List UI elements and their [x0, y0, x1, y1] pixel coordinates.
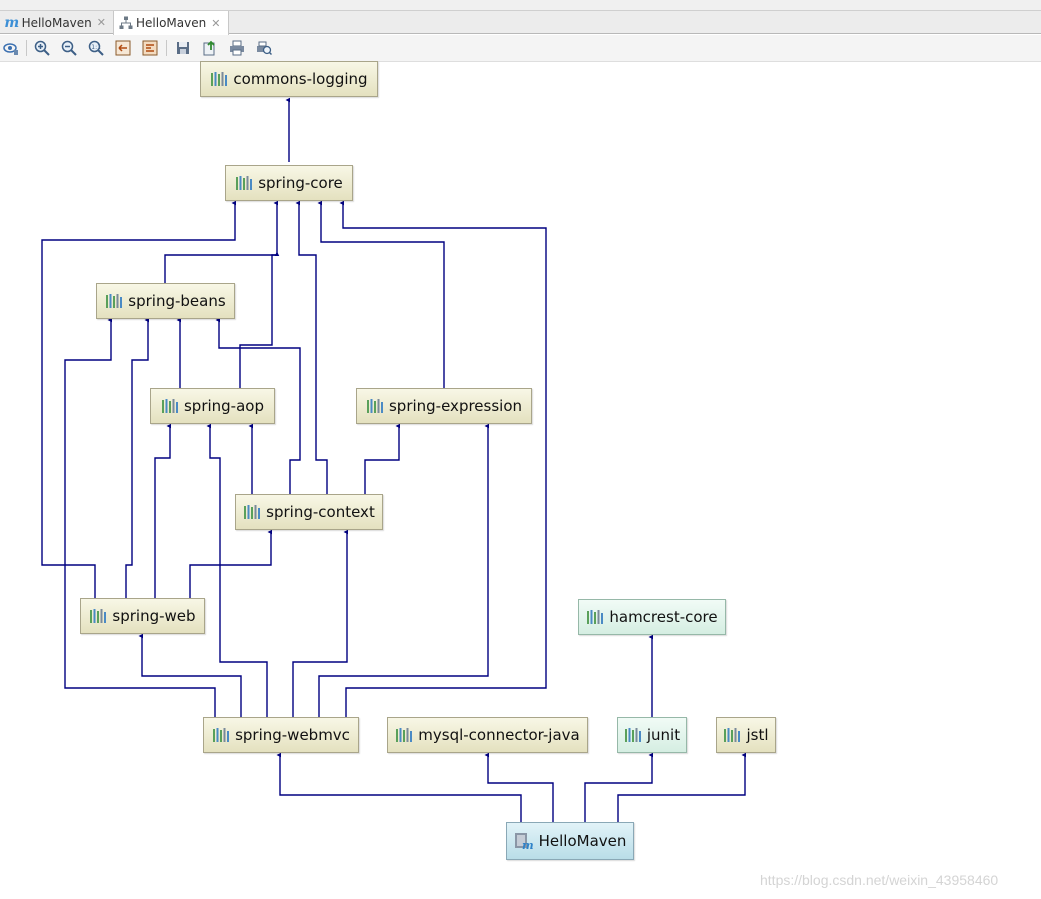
fit-content-icon[interactable] — [114, 39, 132, 57]
close-icon[interactable]: ✕ — [96, 16, 106, 29]
dependency-edge-10 — [125, 320, 148, 598]
close-icon[interactable]: ✕ — [211, 16, 221, 30]
node-mysql-connector-java[interactable]: mysql-connector-java — [387, 717, 588, 753]
dependency-edge-13 — [343, 203, 547, 717]
node-label: hamcrest-core — [609, 608, 718, 626]
maven-module-icon: m — [514, 832, 534, 850]
dependency-diagram-icon — [118, 15, 134, 31]
node-spring-expression[interactable]: spring-expression — [356, 388, 532, 424]
dependency-edge-5 — [219, 320, 301, 494]
zoom-in-icon[interactable] — [33, 39, 51, 57]
library-icon — [624, 727, 642, 743]
library-icon — [105, 293, 123, 309]
node-jstl[interactable]: jstl — [716, 717, 776, 753]
print-icon[interactable] — [228, 39, 246, 57]
diagram-toolbar: 1:1 — [0, 35, 1041, 62]
node-spring-web[interactable]: spring-web — [80, 598, 205, 634]
dependency-edge-11 — [154, 426, 170, 598]
node-commons-logging[interactable]: commons-logging — [200, 61, 378, 97]
library-icon — [723, 727, 741, 743]
dependency-edge-20 — [280, 755, 522, 822]
dependency-edge-15 — [210, 426, 268, 717]
actual-size-icon[interactable]: 1:1 — [87, 39, 105, 57]
node-label: mysql-connector-java — [418, 726, 580, 744]
dependency-edge-22 — [584, 755, 652, 822]
zoom-out-icon[interactable] — [60, 39, 78, 57]
node-spring-aop[interactable]: spring-aop — [150, 388, 275, 424]
dependency-edge-2 — [239, 255, 277, 388]
window-top-strip — [0, 0, 1041, 10]
dependency-edge-8 — [364, 426, 399, 494]
library-icon — [395, 727, 413, 743]
node-spring-context[interactable]: spring-context — [235, 494, 383, 530]
node-spring-core[interactable]: spring-core — [225, 165, 353, 201]
dependency-edge-4 — [321, 203, 445, 388]
layout-view-icon[interactable] — [2, 39, 20, 57]
node-spring-beans[interactable]: spring-beans — [96, 283, 235, 319]
library-icon — [210, 71, 228, 87]
node-label: spring-web — [112, 607, 196, 625]
tab-label: HelloMaven — [136, 16, 207, 30]
dependency-edge-16 — [292, 532, 347, 717]
dependency-edge-21 — [488, 755, 554, 822]
editor-tab-bar: m HelloMaven ✕ HelloMaven ✕ — [0, 10, 1041, 35]
dependency-edge-6 — [299, 203, 328, 494]
node-label: spring-expression — [388, 397, 523, 415]
library-icon — [235, 175, 253, 191]
node-hamcrest-core[interactable]: hamcrest-core — [578, 599, 726, 635]
node-label: spring-aop — [183, 397, 264, 415]
node-label: spring-core — [258, 174, 343, 192]
node-label: HelloMaven — [538, 832, 627, 850]
apply-layout-icon[interactable] — [141, 39, 159, 57]
dependency-edge-9 — [41, 203, 235, 598]
node-junit[interactable]: junit — [617, 717, 687, 753]
dependency-edge-17 — [318, 426, 488, 717]
toolbar-separator — [26, 40, 27, 56]
node-label: commons-logging — [233, 70, 368, 88]
library-icon — [212, 727, 230, 743]
library-icon — [366, 398, 384, 414]
dependency-edge-18 — [142, 636, 242, 717]
toolbar-separator — [166, 40, 167, 56]
maven-m-icon: m — [4, 14, 20, 31]
node-label: jstl — [746, 726, 769, 744]
library-icon — [586, 609, 604, 625]
node-label: spring-context — [266, 503, 375, 521]
svg-text:1:1: 1:1 — [91, 44, 101, 51]
node-spring-webmvc[interactable]: spring-webmvc — [203, 717, 359, 753]
tab-hellomaven-pom[interactable]: m HelloMaven ✕ — [0, 11, 110, 34]
dependency-edge-1 — [164, 203, 277, 283]
dependency-edge-12 — [189, 532, 271, 598]
library-icon — [243, 504, 261, 520]
tab-hellomaven-diagram[interactable]: HelloMaven ✕ — [113, 11, 229, 35]
dependency-edge-23 — [617, 755, 745, 822]
node-label: spring-beans — [128, 292, 226, 310]
save-icon[interactable] — [174, 39, 192, 57]
node-label: junit — [646, 726, 681, 744]
print-preview-icon[interactable] — [255, 39, 273, 57]
export-icon[interactable] — [201, 39, 219, 57]
dependency-edge-14 — [64, 320, 216, 717]
library-icon — [161, 398, 179, 414]
library-icon — [89, 608, 107, 624]
watermark-text: https://blog.csdn.net/weixin_43958460 — [760, 872, 999, 888]
node-hellomaven-module[interactable]: m HelloMaven — [506, 822, 634, 860]
svg-text:m: m — [522, 839, 534, 850]
node-label: spring-webmvc — [235, 726, 350, 744]
tab-label: HelloMaven — [21, 15, 92, 30]
